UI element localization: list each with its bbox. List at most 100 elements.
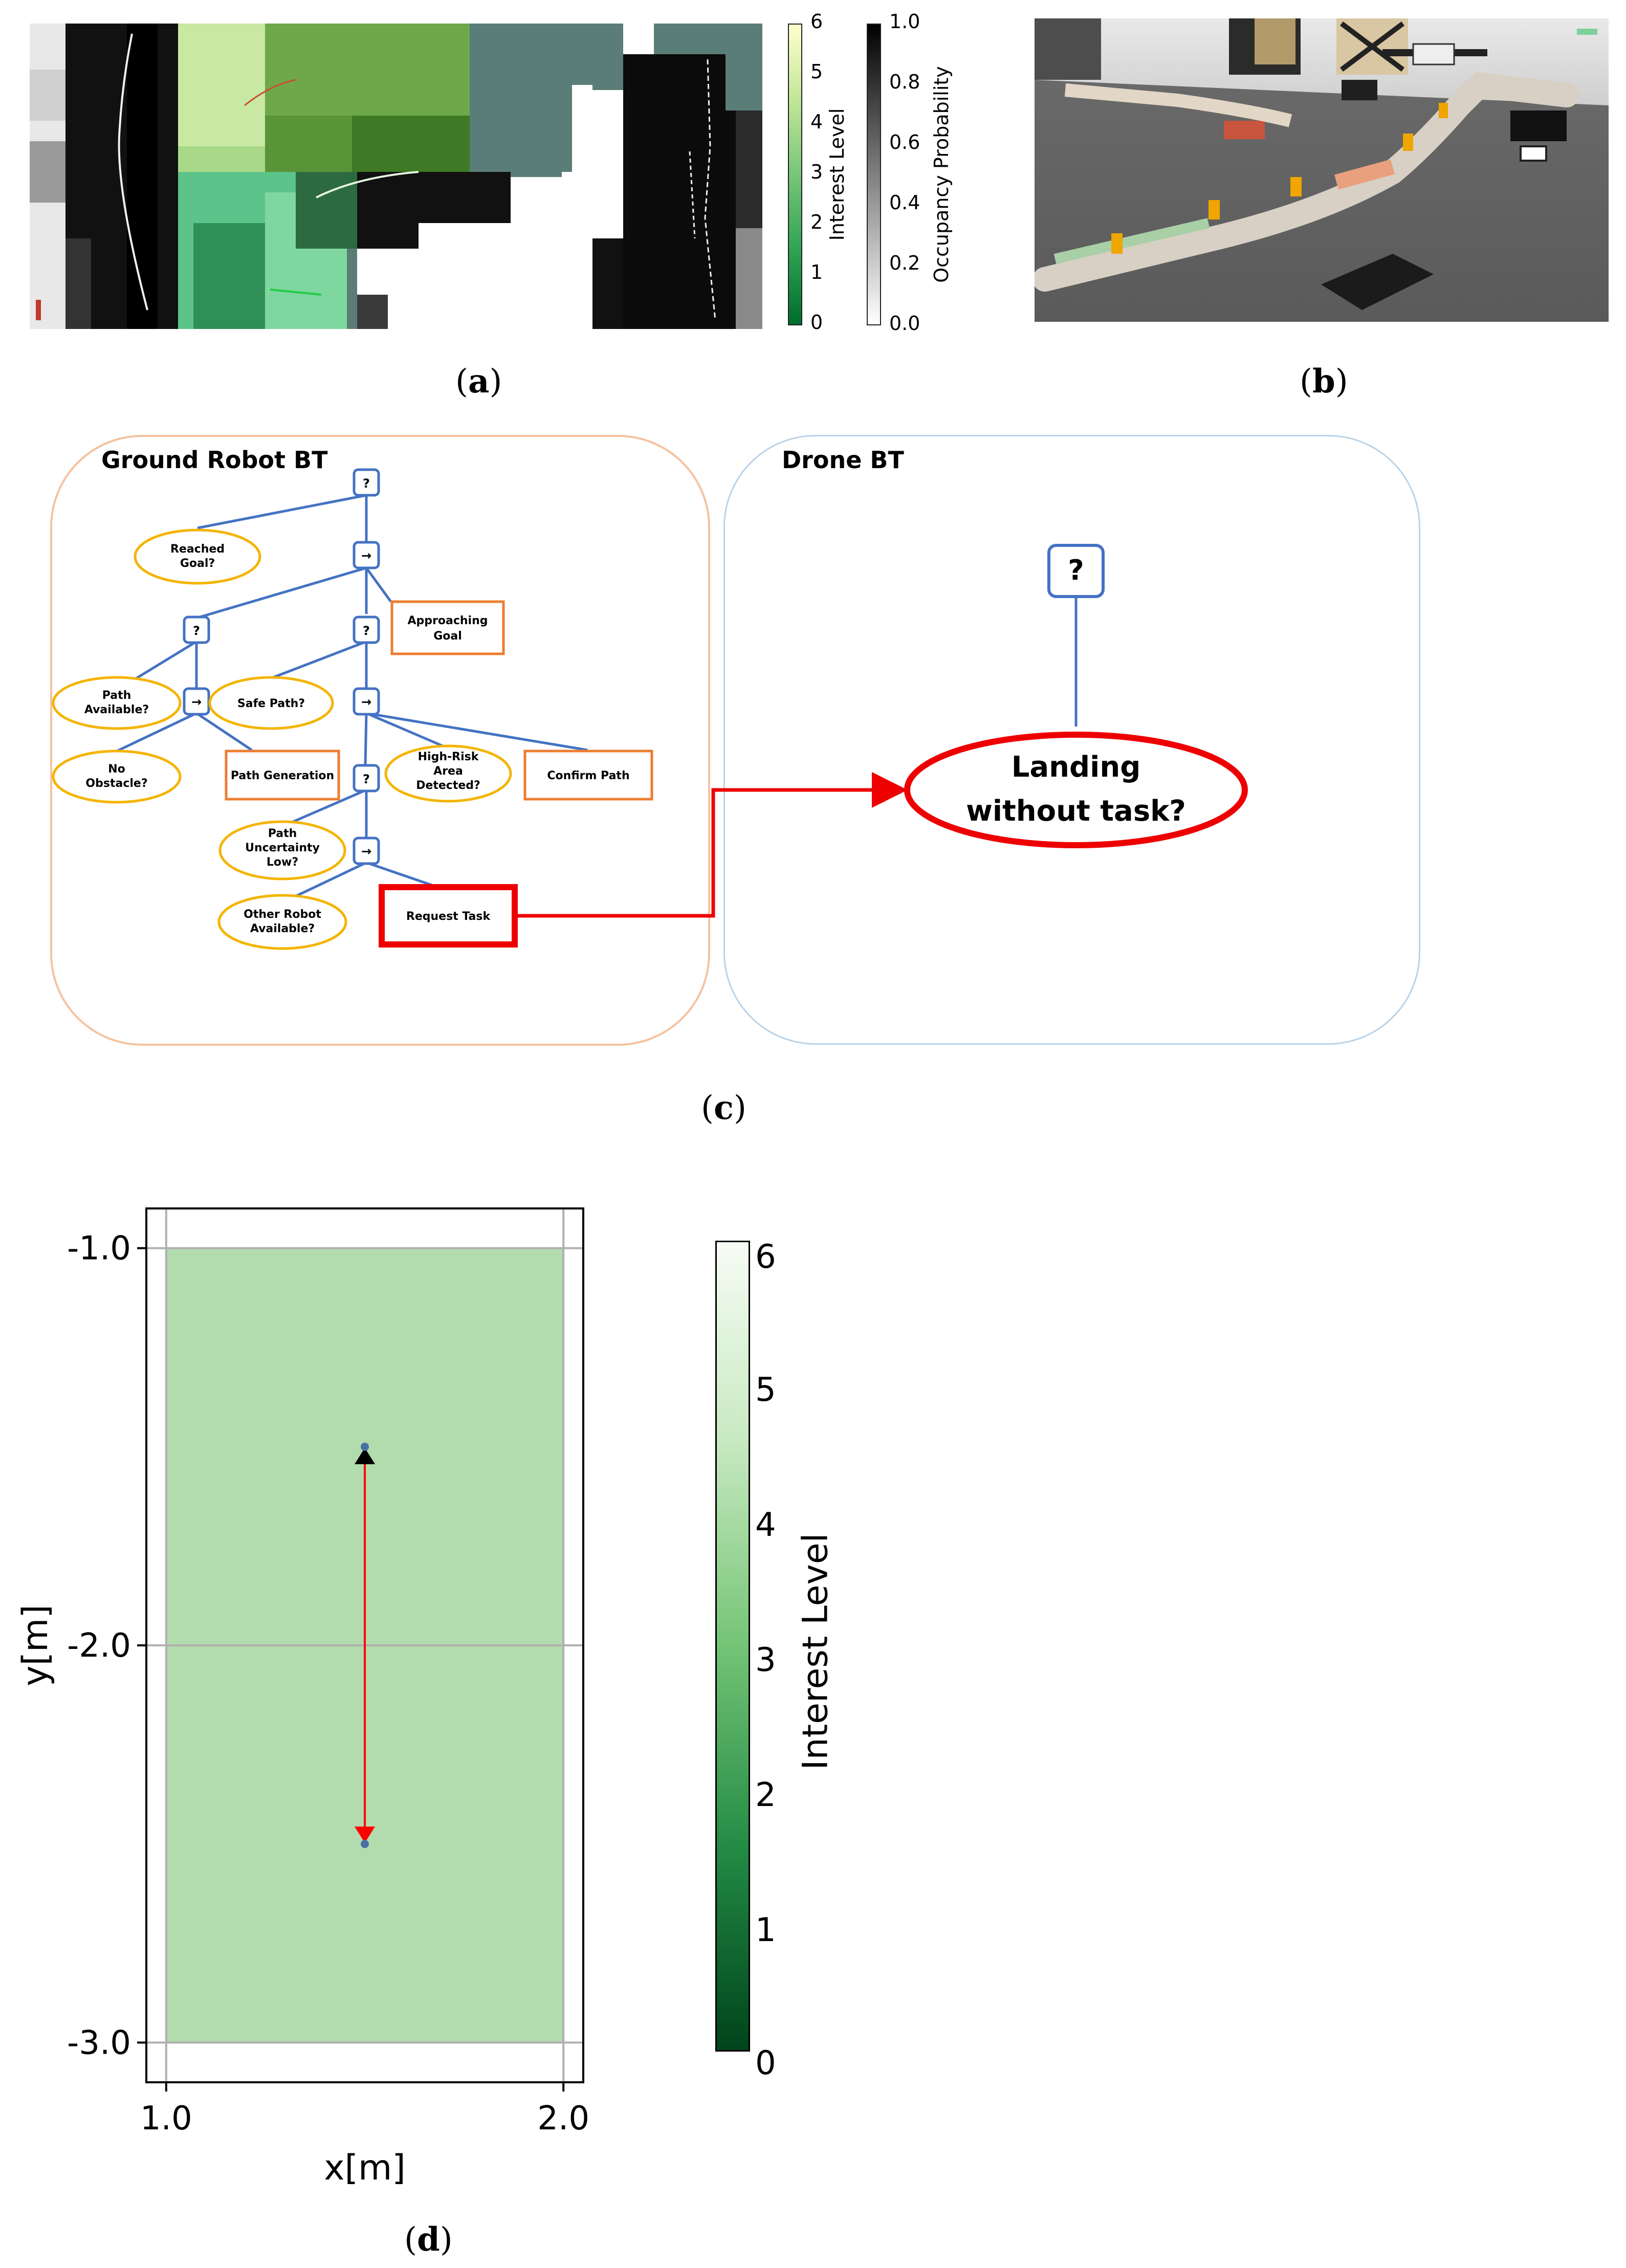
occupancy-tick-0.8: 0.8 <box>889 71 920 93</box>
ground-robot-bt-box <box>50 435 710 1046</box>
cb-d-tick-3: 3 <box>755 1641 776 1679</box>
condition-path-available: Path Available? <box>52 676 182 730</box>
svg-text:Request Task: Request Task <box>406 910 491 923</box>
condition-landing-without-task: Landing without task? <box>904 732 1248 848</box>
x-tick-label: 2.0 <box>537 2100 589 2138</box>
interest-tick-6: 6 <box>810 10 823 33</box>
action-path-generation: Path Generation <box>225 750 340 801</box>
condition-no-obstacle: No Obstacle? <box>52 750 182 804</box>
behavior-tree-diagram: ? → ? ? → → ? → <box>52 468 1248 950</box>
interest-tick-4: 4 <box>810 111 823 133</box>
fallback-node-safe: ? <box>353 615 380 644</box>
occupancy-tick-0.6: 0.6 <box>889 131 920 153</box>
svg-text:Goal: Goal <box>433 630 462 643</box>
cb-d-tick-5: 5 <box>755 1371 776 1409</box>
svg-text:→: → <box>191 695 202 709</box>
occupancy-tick-0.0: 0.0 <box>889 312 920 335</box>
fallback-node-path: ? <box>183 615 210 644</box>
svg-text:Low?: Low? <box>267 856 298 869</box>
condition-other-robot: Other Robot Available? <box>217 894 347 950</box>
action-approaching-goal: Approaching Goal <box>390 600 505 655</box>
svg-text:No: No <box>108 763 125 776</box>
svg-text:Path: Path <box>102 689 131 702</box>
path-point <box>361 1442 369 1451</box>
bt-edges <box>112 494 1078 904</box>
svg-text:Path: Path <box>268 827 297 840</box>
ground-robot-bt-title: Ground Robot BT <box>101 446 328 474</box>
interest-tick-1: 1 <box>810 261 823 283</box>
svg-text:Other Robot: Other Robot <box>244 908 321 921</box>
svg-text:?: ? <box>363 624 370 638</box>
request-to-drone-arrow <box>517 772 908 918</box>
caption-d: (d) <box>404 2220 453 2259</box>
svg-text:Area: Area <box>433 765 463 778</box>
svg-text:→: → <box>361 844 371 858</box>
svg-text:?: ? <box>363 772 370 786</box>
interest-tick-0: 0 <box>810 311 823 334</box>
action-confirm-path: Confirm Path <box>523 750 653 801</box>
occupancy-tick-1.0: 1.0 <box>889 10 920 33</box>
condition-reached-goal: Reached Goal? <box>134 529 261 585</box>
svg-text:?: ? <box>193 624 200 638</box>
svg-text:?: ? <box>1068 554 1084 586</box>
interest-tick-5: 5 <box>810 60 823 83</box>
cb-d-tick-1: 1 <box>755 1911 776 1949</box>
sequence-node-path: → <box>183 687 210 716</box>
interest-map-chart: 1.0 2.0 -1.0 -2.0 -3.0 x[m] y[m] <box>15 1207 589 2188</box>
occupancy-tick-0.2: 0.2 <box>889 252 920 274</box>
svg-text:Landing: Landing <box>1012 751 1141 784</box>
svg-text:Approaching: Approaching <box>408 614 488 627</box>
interest-colorbar-d <box>715 1241 750 2052</box>
caption-a: (a) <box>455 362 502 401</box>
path-point <box>361 1840 369 1848</box>
x-axis-label: x[m] <box>324 2148 406 2188</box>
experiment-photo <box>1035 18 1609 322</box>
caption-b: (b) <box>1300 362 1348 401</box>
x-tick-label: 1.0 <box>140 2100 192 2138</box>
svg-text:Confirm Path: Confirm Path <box>547 769 629 782</box>
svg-text:Obstacle?: Obstacle? <box>85 777 147 790</box>
drone-fallback-node: ? <box>1047 544 1105 598</box>
drone <box>1382 43 1487 65</box>
y-axis-label: y[m] <box>15 1604 56 1686</box>
occupancy-interest-map <box>30 24 762 329</box>
y-tick-label: -3.0 <box>67 2024 131 2062</box>
svg-text:Available?: Available? <box>84 703 149 716</box>
cb-d-tick-2: 2 <box>755 1776 776 1814</box>
svg-text:Path Generation: Path Generation <box>231 769 334 782</box>
interest-colorbar <box>788 24 802 325</box>
action-request-task: Request Task <box>379 884 518 948</box>
y-tick-label: -2.0 <box>67 1627 131 1665</box>
occupancy-tick-0.4: 0.4 <box>889 191 920 214</box>
interest-tick-3: 3 <box>810 161 823 183</box>
photo-sketch <box>1035 18 1609 322</box>
fallback-node-uncertainty: ? <box>353 764 380 792</box>
sequence-node-1: → <box>353 541 380 569</box>
occupancy-colorbar <box>867 24 881 325</box>
svg-text:Safe Path?: Safe Path? <box>237 697 305 710</box>
svg-text:?: ? <box>363 476 370 491</box>
condition-path-uncertainty: Path Uncertainty Low? <box>218 820 346 880</box>
svg-text:Detected?: Detected? <box>416 779 480 792</box>
y-tick-label: -1.0 <box>67 1230 131 1268</box>
svg-text:High-Risk: High-Risk <box>418 751 479 763</box>
svg-text:Reached: Reached <box>170 543 225 556</box>
cb-d-tick-6: 6 <box>755 1238 776 1276</box>
cb-d-tick-0: 0 <box>755 2044 776 2082</box>
cb-d-label: Interest Level <box>795 1533 836 1770</box>
interest-tick-2: 2 <box>810 211 823 233</box>
fallback-node-root: ? <box>353 468 380 497</box>
cb-d-tick-4: 4 <box>755 1506 776 1544</box>
sequence-node-safe: → <box>353 687 380 716</box>
svg-text:→: → <box>361 548 371 563</box>
condition-high-risk: High-Risk Area Detected? <box>384 744 512 803</box>
sequence-node-request: → <box>353 836 380 865</box>
svg-text:Available?: Available? <box>250 922 315 935</box>
svg-text:Goal?: Goal? <box>180 557 215 570</box>
svg-text:without task?: without task? <box>966 795 1186 828</box>
svg-text:→: → <box>361 695 371 709</box>
caption-c: (c) <box>701 1089 746 1127</box>
drone-bt-box <box>723 435 1420 1045</box>
condition-safe-path: Safe Path? <box>208 676 334 730</box>
svg-text:Uncertainty: Uncertainty <box>245 842 320 854</box>
